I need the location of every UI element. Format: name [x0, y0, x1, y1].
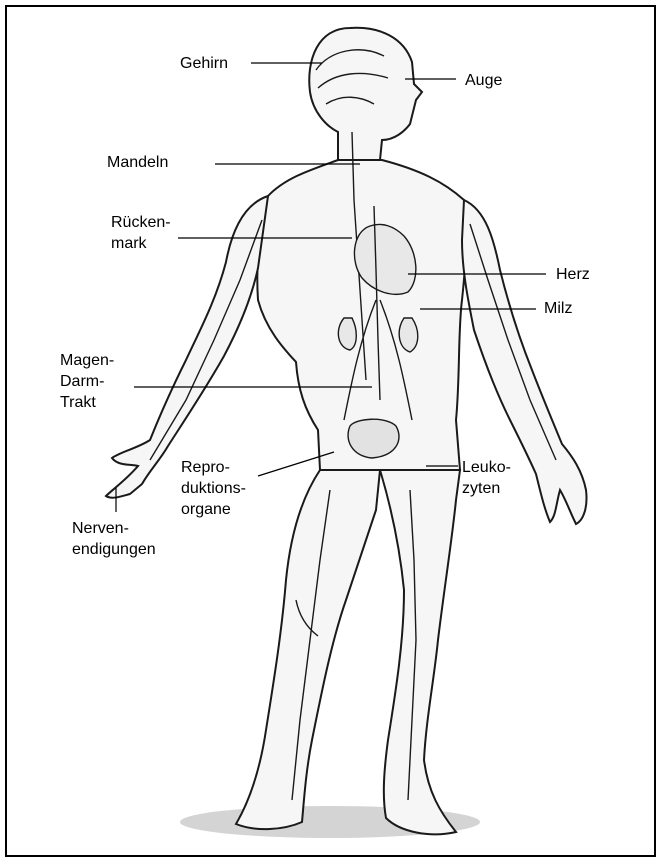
label-nervenendigungen: Nerven- endigungen [72, 518, 156, 560]
right-leg [380, 470, 460, 834]
left-leg [236, 470, 380, 829]
label-leukozyten: Leuko- zyten [462, 457, 511, 499]
label-milz: Milz [544, 298, 572, 319]
pelvic-organs [348, 419, 399, 458]
label-herz: Herz [556, 264, 590, 285]
head [309, 28, 422, 160]
label-reproduktionsorgane: Repro- duktions- organe [181, 457, 246, 520]
internal-organs [150, 50, 556, 800]
label-magen-darm-trakt: Magen- Darm- Trakt [60, 350, 114, 413]
human-body-figure [106, 28, 587, 835]
label-mandeln: Mandeln [107, 152, 168, 173]
label-rueckenmark: Rücken- mark [111, 212, 171, 254]
label-auge: Auge [465, 70, 502, 91]
label-gehirn: Gehirn [180, 53, 228, 74]
